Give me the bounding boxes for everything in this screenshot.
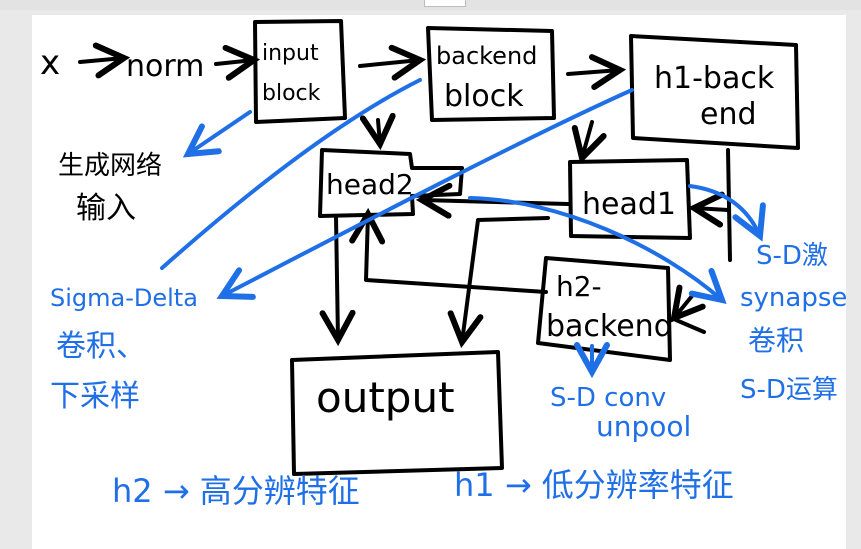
h2-backend-line-1: h2- — [556, 270, 602, 303]
arrow-x-to-norm — [78, 58, 124, 62]
arrow-head1-to-synapse-note — [688, 184, 760, 236]
sigma-delta-conv: 卷积、 — [56, 329, 146, 364]
sd-synapse-line-1: S-D激 — [756, 241, 828, 271]
backend-block-line-1: backend — [436, 42, 537, 70]
window-top-bar — [0, 0, 861, 10]
h1-feature-note: h1 → 低分辨率特征 — [454, 466, 734, 504]
arrow-norm-to-input-block — [214, 60, 254, 64]
generator-input-line-2: 输入 — [76, 191, 136, 226]
arrow-h2-back-to-head2 — [366, 214, 548, 294]
backend-block-box — [426, 26, 556, 122]
sd-synapse-line-2: synapse — [740, 283, 847, 313]
arrow-into-h2-backend — [674, 296, 692, 318]
line-h2-backend-right — [674, 318, 706, 334]
generator-input-line-1: 生成网络 — [58, 151, 162, 181]
unpool-label: unpool — [596, 410, 691, 443]
h1-backend-box — [629, 34, 800, 150]
input-block-line-1: input — [262, 41, 319, 66]
h2-feature-note: h2 → 高分辨特征 — [112, 472, 360, 510]
arrow-input-block-to-generator-note — [188, 110, 252, 154]
sd-synapse-line-4: S-D运算 — [740, 375, 838, 405]
output-label: output — [316, 373, 455, 422]
sigma-delta-label: Sigma-Delta — [50, 284, 198, 312]
h2-backend-box — [536, 256, 672, 362]
arrow-backend-to-head2 — [378, 120, 380, 144]
backend-block-line-2: block — [444, 79, 524, 114]
arrow-right-into-head1 — [694, 208, 730, 210]
norm-label: norm — [126, 49, 204, 84]
input-block-line-2: block — [262, 81, 321, 106]
sigma-delta-downsample: 下采样 — [50, 379, 140, 414]
h1-backend-line-1: h1-back — [654, 61, 775, 96]
x-label: x — [40, 43, 60, 83]
input-block-box — [253, 19, 347, 124]
arrow-backend-to-h1-backend — [566, 70, 620, 74]
sd-synapse-line-3: 卷积 — [748, 324, 804, 357]
output-box — [290, 350, 504, 476]
curve-backend-to-sigma-delta — [160, 78, 422, 270]
sd-conv-label: S-D conv — [550, 383, 666, 413]
h2-backend-line-2: backend — [546, 309, 673, 344]
head1-label: head1 — [582, 187, 676, 222]
line-h1-backend-right — [726, 148, 732, 262]
page-tab-handle[interactable] — [424, 0, 466, 7]
head1-box — [568, 158, 692, 240]
arrow-to-output-right — [462, 216, 550, 342]
arrow-head1-to-head2 — [422, 200, 570, 204]
arrow-head2-to-synapse-note — [468, 196, 722, 300]
head2-label: head2 — [326, 168, 414, 201]
arrow-h1-backend-to-head1 — [582, 120, 592, 158]
arrow-input-to-backend — [358, 60, 420, 66]
arrow-h1-backend-to-sigma-delta — [222, 88, 634, 296]
h1-backend-line-2: end — [700, 97, 757, 132]
